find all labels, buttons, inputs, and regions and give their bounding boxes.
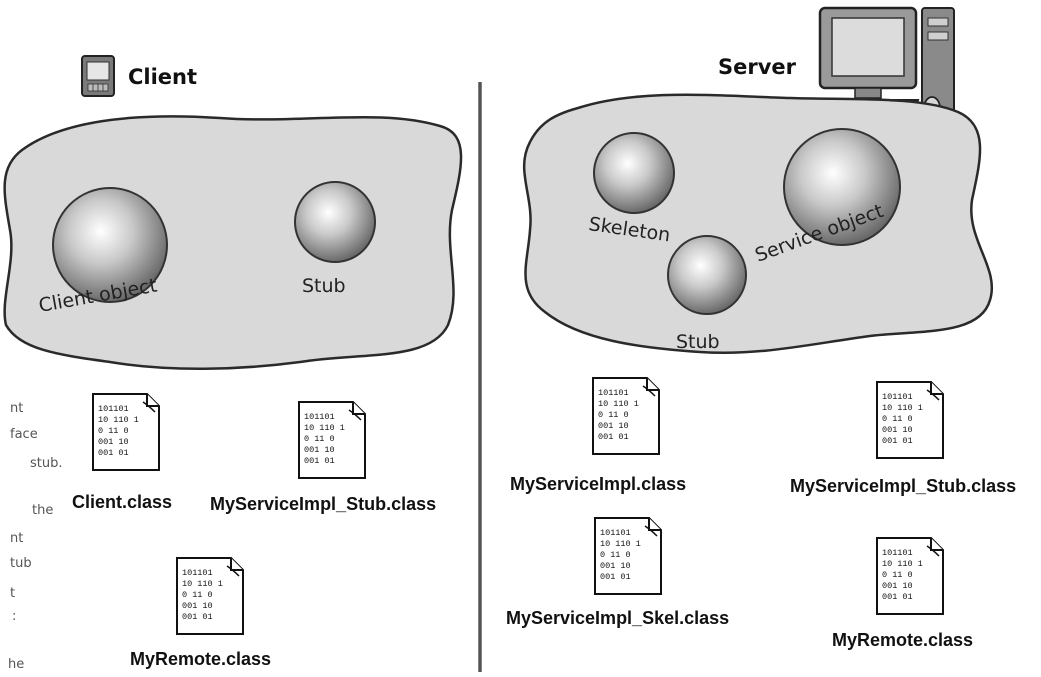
bits-block: 101101 10 110 1 0 11 0 001 10 001 01: [598, 388, 639, 442]
client-file-client: 101101 10 110 1 0 11 0 001 10 001 01: [91, 392, 161, 472]
server-file-skel: 101101 10 110 1 0 11 0 001 10 001 01: [593, 516, 663, 596]
client-device-icon: [81, 55, 115, 97]
client-stub-sphere: [294, 181, 376, 263]
bits-line: 101101: [882, 392, 913, 402]
server-file-stub: 101101 10 110 1 0 11 0 001 10 001 01: [875, 380, 945, 460]
bits-line: 10 110 1: [882, 403, 923, 413]
server-title: Server: [718, 55, 797, 79]
file-label: MyRemote.class: [832, 630, 973, 650]
bits-line: 101101: [304, 412, 335, 422]
skeleton-sphere: [593, 132, 675, 214]
bits-line: 001 01: [600, 572, 631, 582]
client-blob: [3, 115, 463, 370]
client-stub-label: Stub: [302, 275, 346, 297]
note-line: he: [8, 657, 24, 672]
bits-line: 101101: [98, 404, 129, 414]
bits-line: 0 11 0: [304, 434, 335, 444]
bits-line: 001 10: [882, 425, 913, 435]
note-line: nt: [10, 531, 23, 546]
bits-block: 101101 10 110 1 0 11 0 001 10 001 01: [98, 404, 139, 458]
bits-line: 10 110 1: [598, 399, 639, 409]
bits-line: 001 01: [98, 448, 129, 458]
bits-line: 101101: [882, 548, 913, 558]
bits-line: 0 11 0: [600, 550, 631, 560]
bits-line: 001 01: [182, 612, 213, 622]
bits-block: 101101 10 110 1 0 11 0 001 10 001 01: [304, 412, 345, 466]
server-side: Server Skeleton Service object Stub 1011: [506, 6, 1016, 650]
bits-line: 10 110 1: [600, 539, 641, 549]
note-line: face: [10, 427, 38, 442]
bits-line: 0 11 0: [598, 410, 629, 420]
note-line: stub.: [30, 456, 63, 471]
client-file-remote: 101101 10 110 1 0 11 0 001 10 001 01: [175, 556, 245, 636]
side-note: nt face stub. the nt tub t : he: [8, 401, 63, 672]
bits-line: 0 11 0: [882, 570, 913, 580]
bits-line: 001 01: [304, 456, 335, 466]
client-title: Client: [128, 65, 197, 89]
bits-line: 10 110 1: [304, 423, 345, 433]
bits-line: 001 10: [598, 421, 629, 431]
server-stub-label: Stub: [676, 331, 720, 353]
bits-line: 001 10: [98, 437, 129, 447]
file-label: MyServiceImpl_Stub.class: [210, 494, 436, 514]
bits-block: 101101 10 110 1 0 11 0 001 10 001 01: [882, 392, 923, 446]
server-file-impl: 101101 10 110 1 0 11 0 001 10 001 01: [591, 376, 661, 456]
bits-line: 0 11 0: [182, 590, 213, 600]
note-line: tub: [10, 556, 32, 571]
bits-line: 001 01: [882, 436, 913, 446]
bits-line: 0 11 0: [882, 414, 913, 424]
bits-line: 10 110 1: [98, 415, 139, 425]
note-line: :: [12, 609, 16, 624]
bits-line: 001 10: [600, 561, 631, 571]
service-object-sphere: [783, 128, 901, 246]
bits-line: 101101: [182, 568, 213, 578]
client-side: Client Client object Stub 101101 10 110 …: [3, 55, 463, 672]
bits-line: 10 110 1: [882, 559, 923, 569]
file-label: MyRemote.class: [130, 649, 271, 669]
bits-line: 101101: [598, 388, 629, 398]
bits-line: 101101: [600, 528, 631, 538]
bits-line: 10 110 1: [182, 579, 223, 589]
file-label: MyServiceImpl_Skel.class: [506, 608, 729, 628]
bits-line: 0 11 0: [98, 426, 129, 436]
file-label: MyServiceImpl_Stub.class: [790, 476, 1016, 496]
bits-block: 101101 10 110 1 0 11 0 001 10 001 01: [600, 528, 641, 582]
note-line: the: [32, 503, 53, 518]
bits-block: 101101 10 110 1 0 11 0 001 10 001 01: [882, 548, 923, 602]
server-file-remote: 101101 10 110 1 0 11 0 001 10 001 01: [875, 536, 945, 616]
client-object-sphere: [52, 187, 168, 303]
client-file-stub: 101101 10 110 1 0 11 0 001 10 001 01: [297, 400, 367, 480]
file-label: Client.class: [72, 492, 172, 512]
bits-line: 001 01: [882, 592, 913, 602]
bits-line: 001 01: [598, 432, 629, 442]
file-label: MyServiceImpl.class: [510, 474, 686, 494]
bits-line: 001 10: [182, 601, 213, 611]
bits-line: 001 10: [304, 445, 335, 455]
bits-line: 001 10: [882, 581, 913, 591]
note-line: nt: [10, 401, 23, 416]
server-stub-sphere: [667, 235, 747, 315]
bits-block: 101101 10 110 1 0 11 0 001 10 001 01: [182, 568, 223, 622]
note-line: t: [10, 586, 15, 601]
